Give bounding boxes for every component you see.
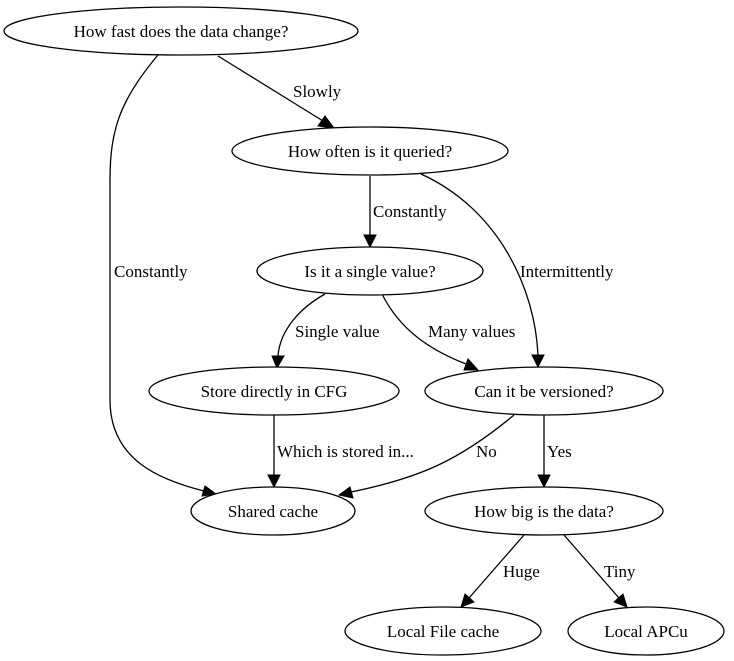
node-how-big-label: How big is the data? — [474, 502, 614, 521]
edge-tiny — [563, 534, 628, 608]
node-store-cfg: Store directly in CFG — [148, 366, 400, 416]
edge-many-values — [381, 293, 480, 371]
node-queried-label: How often is it queried? — [288, 142, 452, 161]
edge-label-single-value: Single value — [295, 322, 380, 341]
edge-no — [337, 414, 515, 499]
edge-label-yes: Yes — [547, 442, 572, 461]
edge-single-value — [271, 293, 326, 370]
node-data-change: How fast does the data change? — [3, 6, 359, 56]
edge-label-tiny: Tiny — [604, 562, 636, 581]
edge-constantly-left — [109, 54, 218, 497]
edge-which-stored — [267, 415, 281, 489]
edge-label-many-values: Many values — [428, 322, 515, 341]
node-local-apcu-label: Local APCu — [604, 622, 688, 641]
edge-intermittently — [420, 173, 545, 369]
node-how-big: How big is the data? — [424, 486, 664, 536]
edge-slowly — [217, 55, 336, 129]
node-data-change-label: How fast does the data change? — [74, 22, 289, 41]
node-shared-cache: Shared cache — [190, 486, 356, 536]
edge-label-no: No — [476, 442, 497, 461]
edge-label-slowly: Slowly — [293, 82, 342, 101]
node-local-file-label: Local File cache — [387, 622, 499, 641]
node-single-value-label: Is it a single value? — [304, 262, 435, 281]
edge-yes — [537, 415, 551, 489]
edge-constantly-mid — [363, 176, 377, 249]
node-shared-cache-label: Shared cache — [228, 502, 318, 521]
node-single-value: Is it a single value? — [256, 246, 484, 296]
node-queried: How often is it queried? — [231, 126, 509, 176]
node-local-apcu: Local APCu — [567, 606, 725, 656]
node-local-file: Local File cache — [344, 606, 542, 656]
edge-huge — [460, 534, 525, 608]
edge-label-constantly-left: Constantly — [114, 262, 188, 281]
node-store-cfg-label: Store directly in CFG — [201, 382, 348, 401]
edge-label-huge: Huge — [503, 562, 540, 581]
edge-label-intermittently: Intermittently — [520, 262, 614, 281]
node-versioned: Can it be versioned? — [424, 366, 664, 416]
node-versioned-label: Can it be versioned? — [474, 382, 613, 401]
edge-label-which-stored: Which is stored in... — [277, 442, 414, 461]
edge-label-constantly-mid: Constantly — [373, 202, 447, 221]
